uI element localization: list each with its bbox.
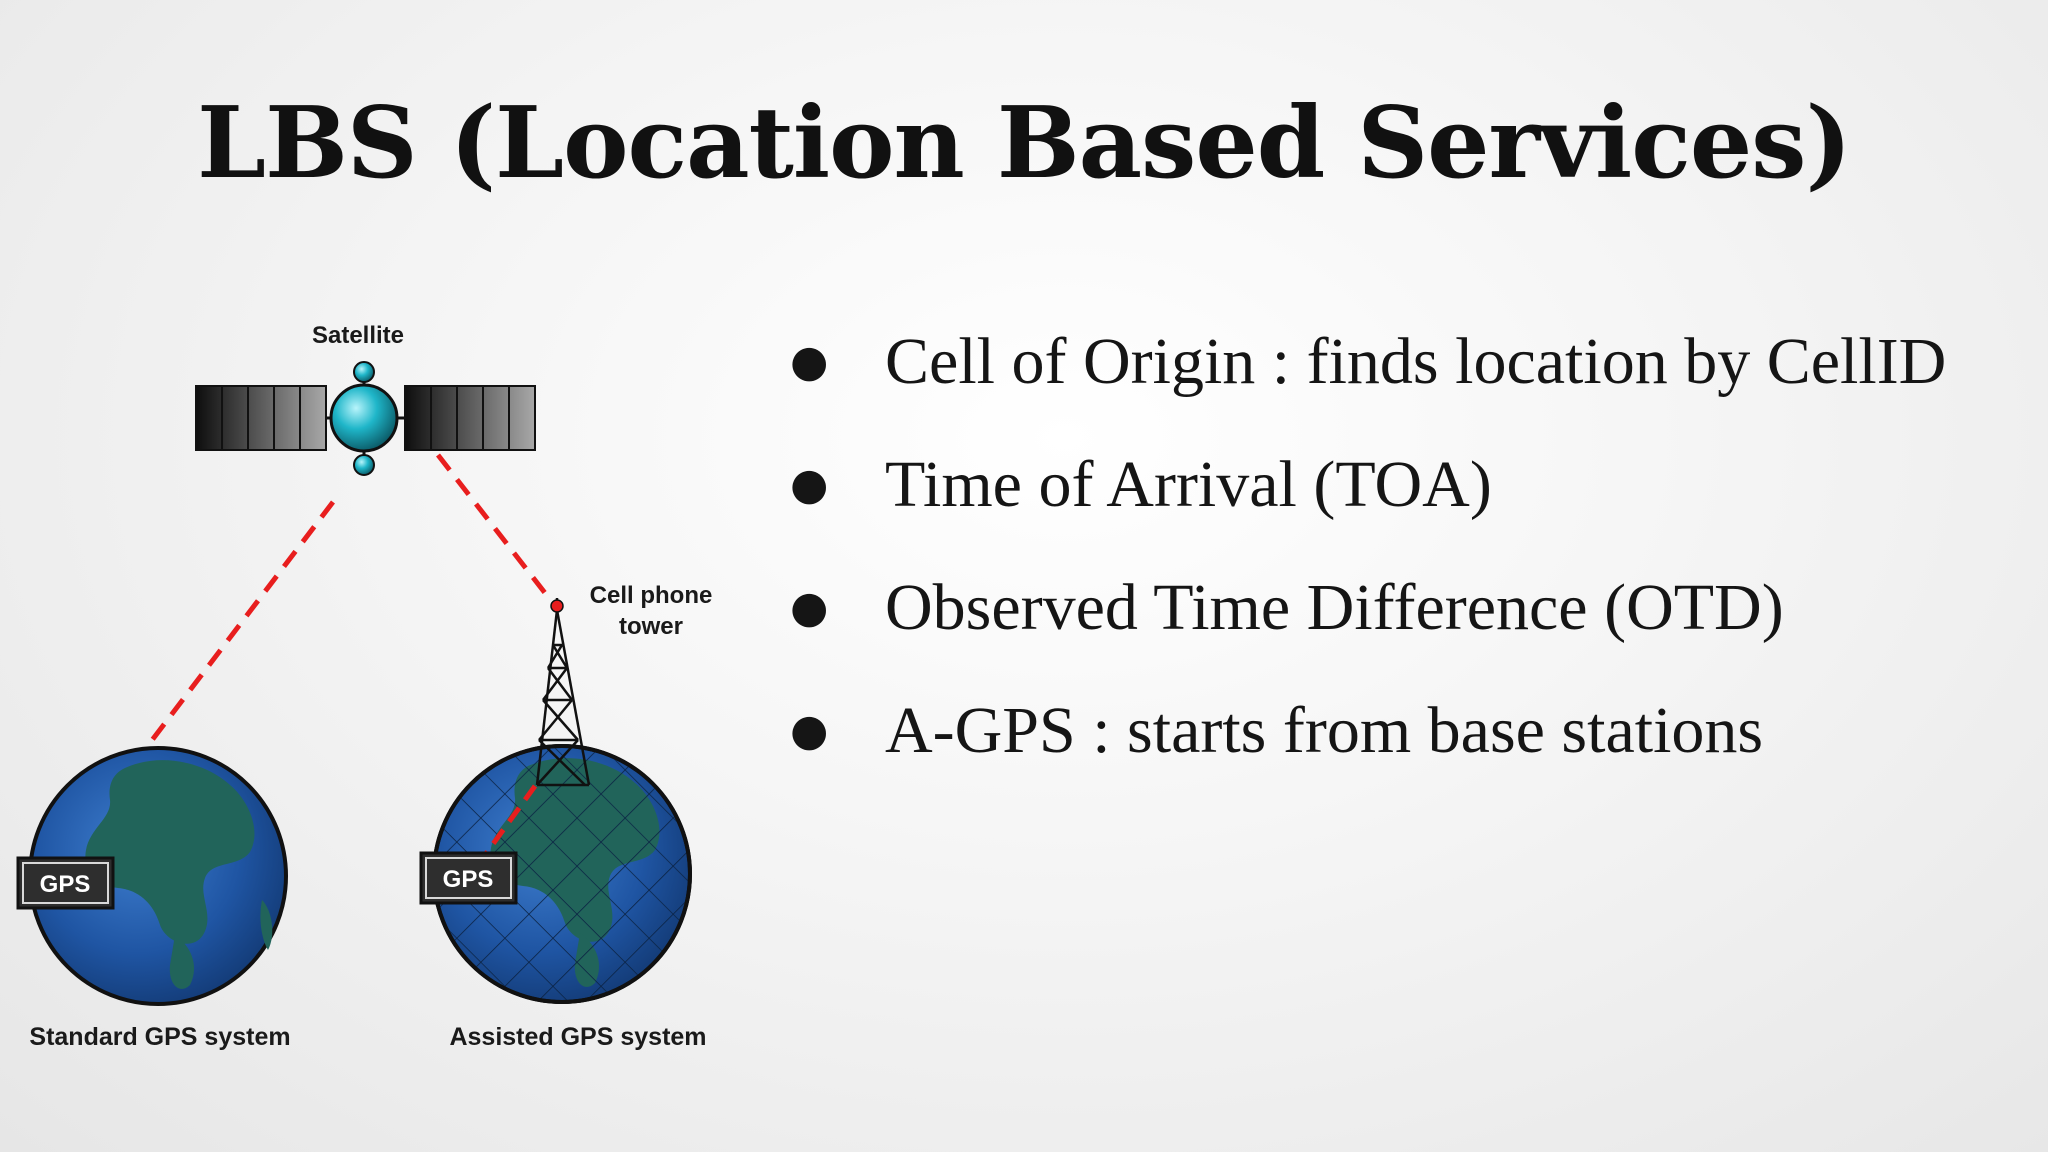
globe-assisted-icon (432, 744, 692, 1004)
solar-panel-left (195, 385, 327, 451)
cell-tower-label-line1: Cell phone (590, 582, 713, 609)
bullet-text: Observed Time Difference (OTD) (885, 571, 1784, 644)
bullet-text: Time of Arrival (TOA) (885, 448, 1492, 521)
slide-title: LBS (Location Based Services) (197, 86, 1852, 201)
bullet-dot-icon: ● (790, 336, 829, 387)
satellite-label: Satellite (312, 322, 404, 349)
gps-badge-right-label: GPS (443, 866, 494, 893)
satellite-icon (195, 361, 536, 476)
gps-receiver-right: GPS (419, 851, 518, 905)
bullet-dot-icon: ● (790, 582, 829, 633)
bullet-item: ● Time of Arrival (TOA) (790, 423, 1990, 546)
signal-line-satellite-to-tower (436, 453, 554, 604)
signal-line-tower-to-right-gps (482, 784, 538, 857)
globe-standard-icon (28, 746, 288, 1006)
bullet-item: ● A-GPS : starts from base stations (790, 669, 1990, 792)
bullet-item: ● Observed Time Difference (OTD) (790, 546, 1990, 669)
solar-panel-right (404, 385, 536, 451)
bullet-dot-icon: ● (790, 459, 829, 510)
bullet-item: ● Cell of Origin : finds location by Cel… (790, 300, 1990, 423)
bullet-dot-icon: ● (790, 705, 829, 756)
gps-receiver-left: GPS (16, 856, 115, 910)
bullet-list: ● Cell of Origin : finds location by Cel… (790, 300, 1990, 792)
cell-tower-label-line2: tower (619, 613, 683, 640)
caption-assisted-gps: Assisted GPS system (449, 1023, 706, 1051)
caption-standard-gps: Standard GPS system (29, 1023, 290, 1051)
gps-badge-left-label: GPS (40, 871, 91, 898)
bullet-text: Cell of Origin : finds location by CellI… (885, 325, 1947, 398)
cell-tower-icon (535, 598, 591, 787)
bullet-text: A-GPS : starts from base stations (885, 694, 1764, 767)
